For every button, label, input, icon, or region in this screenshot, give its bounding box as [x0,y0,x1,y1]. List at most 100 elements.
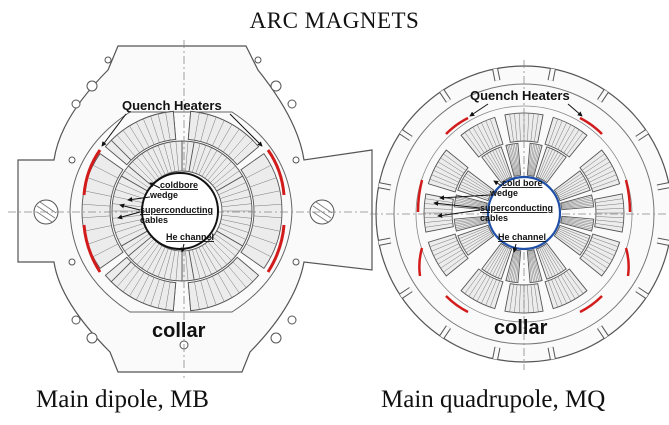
quad-quench-heaters-leader [469,103,489,117]
coil-turn-line [200,280,209,308]
coil-turn-line [481,278,494,304]
quad-quench-heaters-label: Quench Heaters [470,88,570,103]
coil-turn-line [595,223,624,228]
dipole-coil-block-outer [240,153,283,269]
dipole-he-channel-label: He channel [166,232,214,242]
quad-quench-heaters-leader-2 [567,103,583,117]
coil-turn-line [454,203,487,209]
quad-coil-block-outer [460,116,504,158]
coil-turn-line [595,207,624,210]
coil-turn-line [195,248,207,277]
coil-turn-line [221,196,251,203]
coil-turn-line [484,244,503,271]
coil-turn-line [192,249,201,279]
coil-turn-line [507,144,516,177]
coil-turn-line [539,149,553,179]
coil-turn-line [175,141,179,172]
dipole-quench-heaters-label: Quench Heaters [122,98,222,113]
coil-turn-line [472,126,488,152]
coil-turn-line [534,113,539,142]
coil-turn-line [498,248,511,279]
coil-turn-line [530,113,534,142]
coil-turn-line [218,227,247,240]
coil-turn-line [219,223,249,233]
coil-turn-line [492,246,508,276]
coil-turn-line [472,274,488,300]
coil-turn-line [561,217,594,223]
coil-turn-line [529,143,536,176]
coil-turn-line [117,227,146,240]
coil-turn-line [163,143,172,173]
coil-turn-line [150,279,160,307]
quad-rim-tab-inner [597,325,608,339]
dipole-coil-block-inner [127,236,183,282]
coil-turn-line [554,278,567,304]
coil-turn-line [551,279,563,306]
coil-turn-line [460,228,490,242]
coil-turn-line [455,199,487,207]
quad-wedge-label: wedge [489,188,518,198]
coil-turn-line [157,280,165,309]
coil-turn-line [509,284,514,313]
coil-turn-line [132,239,154,261]
coil-turn-line [117,182,146,195]
coil-turn-line [555,234,582,253]
quadrupole-quench-heaters [416,116,632,314]
coil-turn-line [561,203,594,209]
coil-turn-line [514,250,520,283]
coil-turn-line [92,165,119,179]
dipole-superconducting-label: superconducting [140,205,213,215]
coil-turn-line [458,226,489,239]
quad-coil-block-outer [544,116,588,158]
quad-superconducting-label: superconducting [480,203,553,213]
quad-rim-tab-inner [548,346,555,360]
coil-turn-line [528,143,534,176]
coil-turn-line [150,115,160,143]
coil-turn-line [557,276,572,302]
coil-turn-line [461,229,491,245]
coil-turn-line [540,246,556,276]
coil-turn-line [464,232,492,251]
coil-turn-line [232,261,253,282]
coil-turn-line [431,174,458,186]
coil-turn-line [543,153,562,181]
coil-turn-line [495,149,509,179]
coil-turn-line [590,174,617,186]
coil-turn-line [557,124,572,150]
coil-turn-line [561,218,594,225]
coil-turn-line [462,178,491,195]
coil-turn-line [218,182,247,195]
quadrupole-caption: Main quadrupole, MQ [381,386,606,413]
coil-turn-line [165,112,171,141]
coil-turn-line [455,219,487,227]
coil-turn-line [507,249,516,282]
coil-turn-line [455,221,488,230]
page-title: ARC MAGNETS [249,8,420,33]
coil-turn-line [132,161,154,183]
coil-turn-line [431,240,458,252]
coil-turn-line [555,173,582,192]
coil-turn-line [545,244,564,271]
coil-turn-line [585,161,611,177]
dipole-collar-outline [69,111,293,313]
dipole-caption: Main dipole, MB [36,386,209,413]
coil-turn-line [152,247,166,275]
coil-turn-line [464,132,482,156]
coil-turn-line [129,125,145,150]
quad-label-arrows [433,180,518,253]
coil-turn-line [454,218,487,225]
coil-turn-line [557,178,586,195]
coil-turn-line [510,250,518,282]
coil-turn-line [560,274,576,300]
coil-turn-line [212,236,236,257]
quad-rim-tab-inner [493,346,500,360]
coil-turn-line [492,150,508,180]
dipole-wedge-label: wedge [149,190,178,200]
quad-rim-tab-inner [656,183,669,190]
coil-turn-line [435,165,461,180]
coil-turn-line [557,229,587,245]
coil-turn-line [440,252,465,269]
coil-turn-line [595,198,624,203]
coil-turn-line [557,181,587,197]
coil-turn-line [556,232,584,251]
